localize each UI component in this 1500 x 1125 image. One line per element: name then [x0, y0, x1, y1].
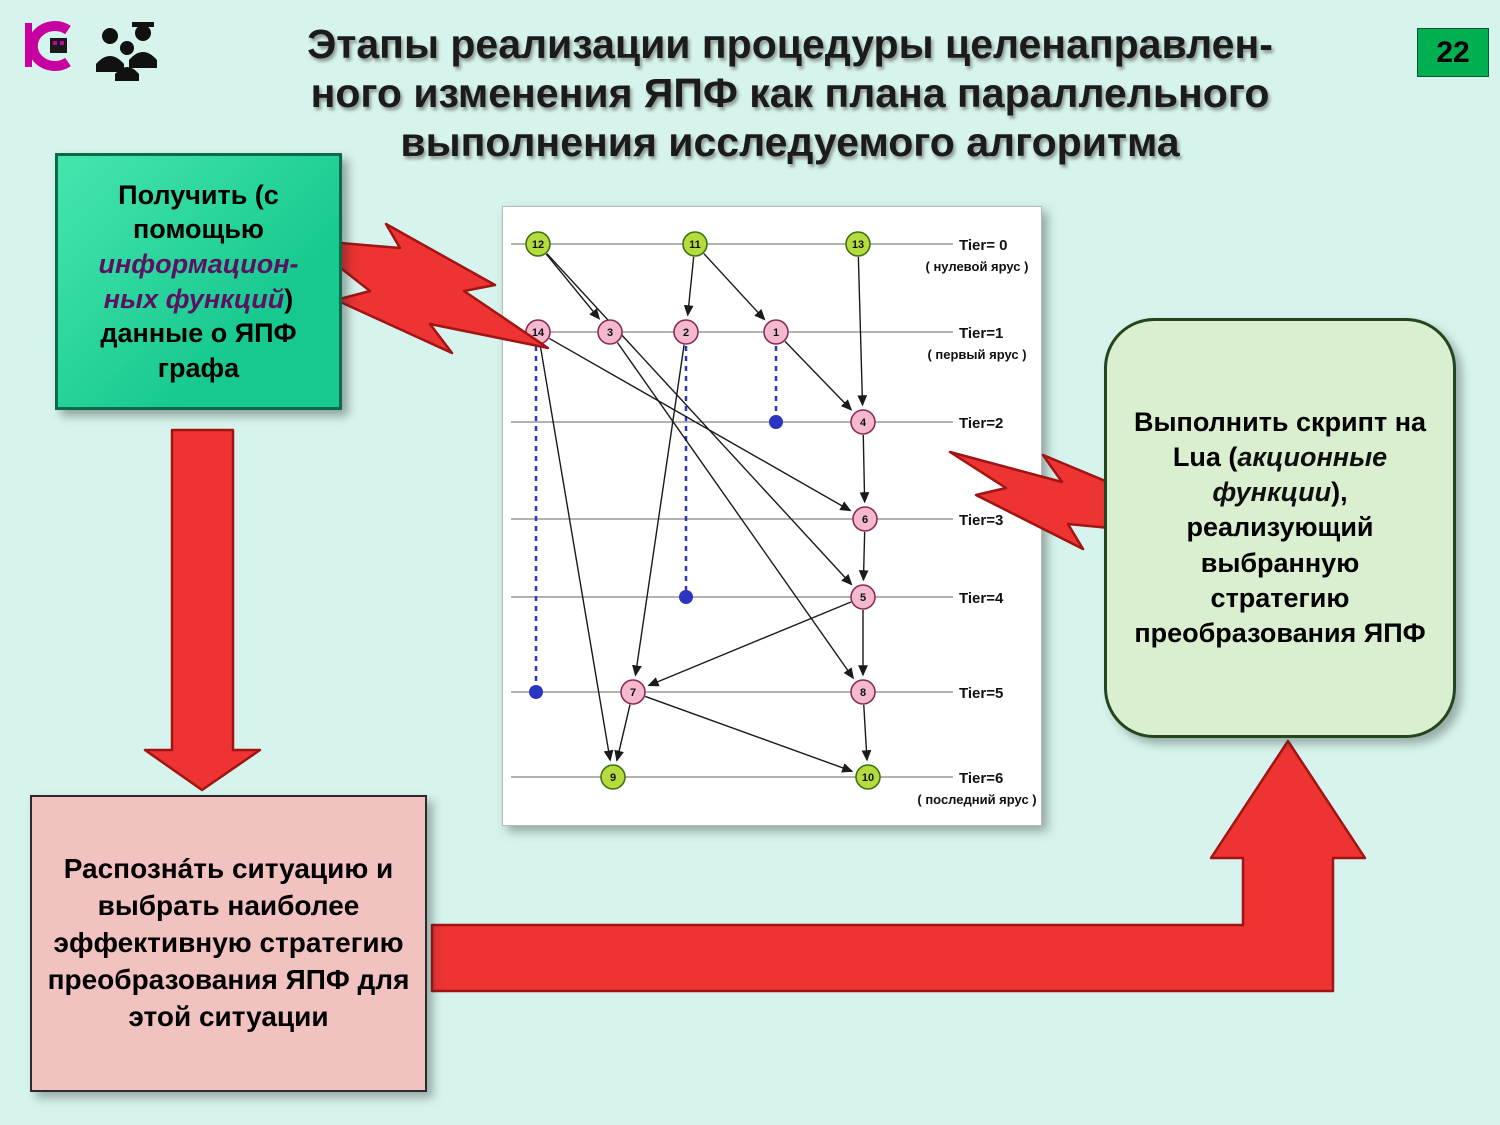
graph-edge-8-10 — [861, 704, 872, 762]
graph-node-13 — [845, 231, 871, 257]
people-group-icon — [92, 20, 170, 89]
tier-graph: Tier= 0 ( нулевой ярус ) Tier=1 ( первый яр… — [511, 231, 1037, 807]
graph-node-11 — [682, 231, 708, 257]
graph-edge-14-9 — [539, 344, 614, 762]
graph-edge-6-5 — [858, 531, 869, 582]
transfer-dot — [529, 685, 543, 699]
graph-edge-12-3 — [545, 253, 601, 320]
graph-node-2 — [673, 319, 699, 345]
title-line-1: Этапы реализации процедуры целенаправлен… — [307, 21, 1273, 67]
tier-label: Tier=3 — [959, 512, 1003, 529]
slide-number-badge: 22 — [1417, 28, 1489, 77]
graph-edge-3-8 — [616, 342, 855, 680]
graph-node-label-14: 14 — [532, 327, 545, 339]
slide-title: Этапы реализации процедуры целенаправлен… — [205, 20, 1375, 168]
tier-sublabel: ( нулевой ярус ) — [926, 259, 1029, 274]
transfer-dot — [769, 415, 783, 429]
graph-node-6 — [852, 506, 878, 532]
graph-node-label-7: 7 — [630, 687, 636, 699]
step-run-script-text: Выполнить скрипт на Lua ( — [1133, 407, 1427, 473]
graph-node-label-8: 8 — [860, 687, 866, 699]
graph-node-3 — [597, 319, 623, 345]
graph-node-label-4: 4 — [860, 417, 867, 429]
graph-node-label-6: 6 — [862, 514, 868, 526]
graph-edge-2-7 — [632, 344, 685, 677]
graph-edge-4-6 — [859, 434, 870, 504]
tier-label: Tier= 0 — [959, 237, 1008, 254]
graph-edge-11-2 — [683, 256, 695, 317]
graph-node-4 — [850, 409, 876, 435]
tier-label: Tier=5 — [959, 685, 1003, 702]
tier-label: Tier=2 — [959, 415, 1003, 432]
tier-label: Tier=4 — [959, 590, 1004, 607]
graph-node-label-13: 13 — [852, 239, 864, 251]
graph-node-label-10: 10 — [862, 772, 874, 784]
graph-node-label-12: 12 — [532, 239, 544, 251]
title-line-2: ного изменения ЯПФ как плана параллельно… — [310, 70, 1270, 117]
graph-edge-1-4 — [784, 340, 853, 411]
graph-node-8 — [850, 679, 876, 705]
graph-node-label-11: 11 — [689, 239, 701, 251]
title-line-3: выполнения исследуемого алгоритма — [400, 119, 1180, 166]
step-get-data-emphasis: информацион-ных функций — [98, 248, 299, 314]
step-recognize-text: Распознáть ситуацию и выбрать наиболее э… — [47, 853, 410, 1032]
graph-edge-12-5 — [546, 253, 853, 586]
tier-graph-panel: Tier= 0 ( нулевой ярус ) Tier=1 ( первый яр… — [502, 206, 1042, 826]
graph-edge-7-10 — [644, 695, 854, 773]
tier-sublabel: ( последний ярус ) — [917, 792, 1036, 807]
graph-node-7 — [620, 679, 646, 705]
step-run-script-emphasis: акционные функции — [1212, 442, 1388, 508]
graph-edge-5-7 — [647, 601, 852, 687]
tier-sublabel: ( первый ярус ) — [927, 347, 1026, 362]
graph-edge-7-9 — [614, 704, 631, 762]
graph-edge-14-6 — [548, 337, 852, 512]
step-get-data-text: Получить (с помощью — [118, 179, 279, 245]
tier-label: Tier=6 — [959, 770, 1003, 787]
down-arrow — [143, 428, 262, 792]
graph-edge-13-4 — [857, 256, 868, 407]
graph-node-label-3: 3 — [607, 327, 613, 339]
step-run-script-text-end: ), реализующий выбранную стратегию преоб… — [1134, 477, 1426, 648]
graph-edge-11-1 — [703, 253, 766, 321]
graph-node-label-1: 1 — [773, 327, 779, 339]
graph-node-label-5: 5 — [860, 592, 866, 604]
step-box-run-script: Выполнить скрипт на Lua (акционные функц… — [1104, 318, 1456, 738]
graph-node-label-9: 9 — [610, 772, 616, 784]
step-get-data-text-end: ) данные о ЯПФ графа — [100, 283, 297, 383]
graph-node-1 — [763, 319, 789, 345]
graph-node-5 — [850, 584, 876, 610]
organization-logo-icon — [20, 18, 82, 81]
transfer-dot — [679, 590, 693, 604]
tier-label: Tier=1 — [959, 325, 1003, 342]
graph-node-label-2: 2 — [683, 327, 689, 339]
step-box-recognize-situation: Распознáть ситуацию и выбрать наиболее э… — [30, 795, 427, 1092]
step-box-get-data: Получить (с помощью информацион-ных функ… — [55, 153, 342, 410]
